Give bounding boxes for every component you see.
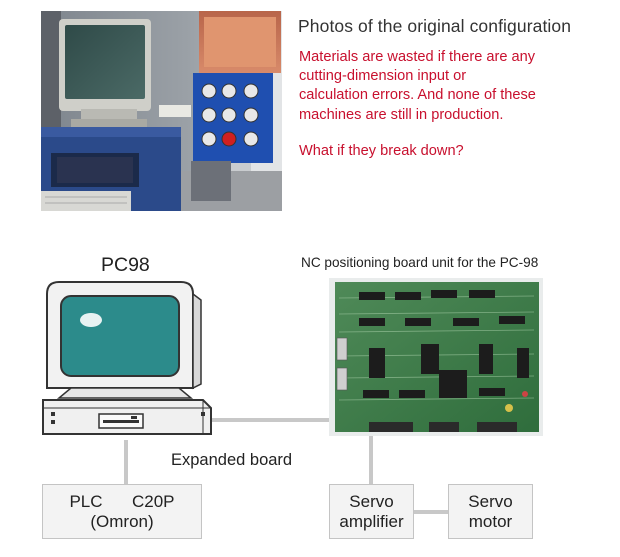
warning-text: Materials are wasted if there are any cu… — [299, 48, 599, 125]
servo-amplifier-box: Servo amplifier — [329, 484, 414, 539]
connector-board-servo-amplifier — [369, 432, 373, 484]
connector-pc-plc — [124, 440, 128, 484]
warning-line: cutting-dimension input or — [299, 68, 467, 85]
nc-board-label: NC positioning board unit for the PC-98 — [301, 255, 539, 270]
connector-pc-board — [210, 418, 332, 422]
pc98-computer-icon — [41, 276, 213, 442]
plc-box: PLC C20P (Omron) — [42, 484, 202, 539]
photo-section-heading: Photos of the original configuration — [298, 16, 572, 36]
servo-amplifier-line2: amplifier — [339, 511, 404, 531]
nc-positioning-board-photo — [329, 278, 543, 436]
expanded-board-label: Expanded board — [171, 451, 293, 469]
pc98-label: PC98 — [101, 254, 150, 276]
original-configuration-photo — [41, 11, 282, 211]
plc-model: C20P — [132, 491, 175, 511]
servo-motor-box: Servo motor — [448, 484, 533, 539]
warning-question: What if they break down? — [299, 143, 464, 159]
plc-line1: PLC C20P — [69, 492, 174, 512]
warning-line: calculation errors. And none of these — [299, 87, 536, 104]
warning-line: machines are still in production. — [299, 106, 504, 123]
warning-line: Materials are wasted if there are any — [299, 49, 536, 65]
servo-amplifier-line1: Servo — [349, 491, 394, 511]
servo-motor-line2: motor — [468, 511, 513, 531]
connector-amplifier-motor — [414, 510, 448, 514]
plc-name: PLC — [69, 491, 103, 511]
servo-motor-line1: Servo — [468, 491, 513, 511]
plc-maker: (Omron) — [90, 511, 154, 531]
